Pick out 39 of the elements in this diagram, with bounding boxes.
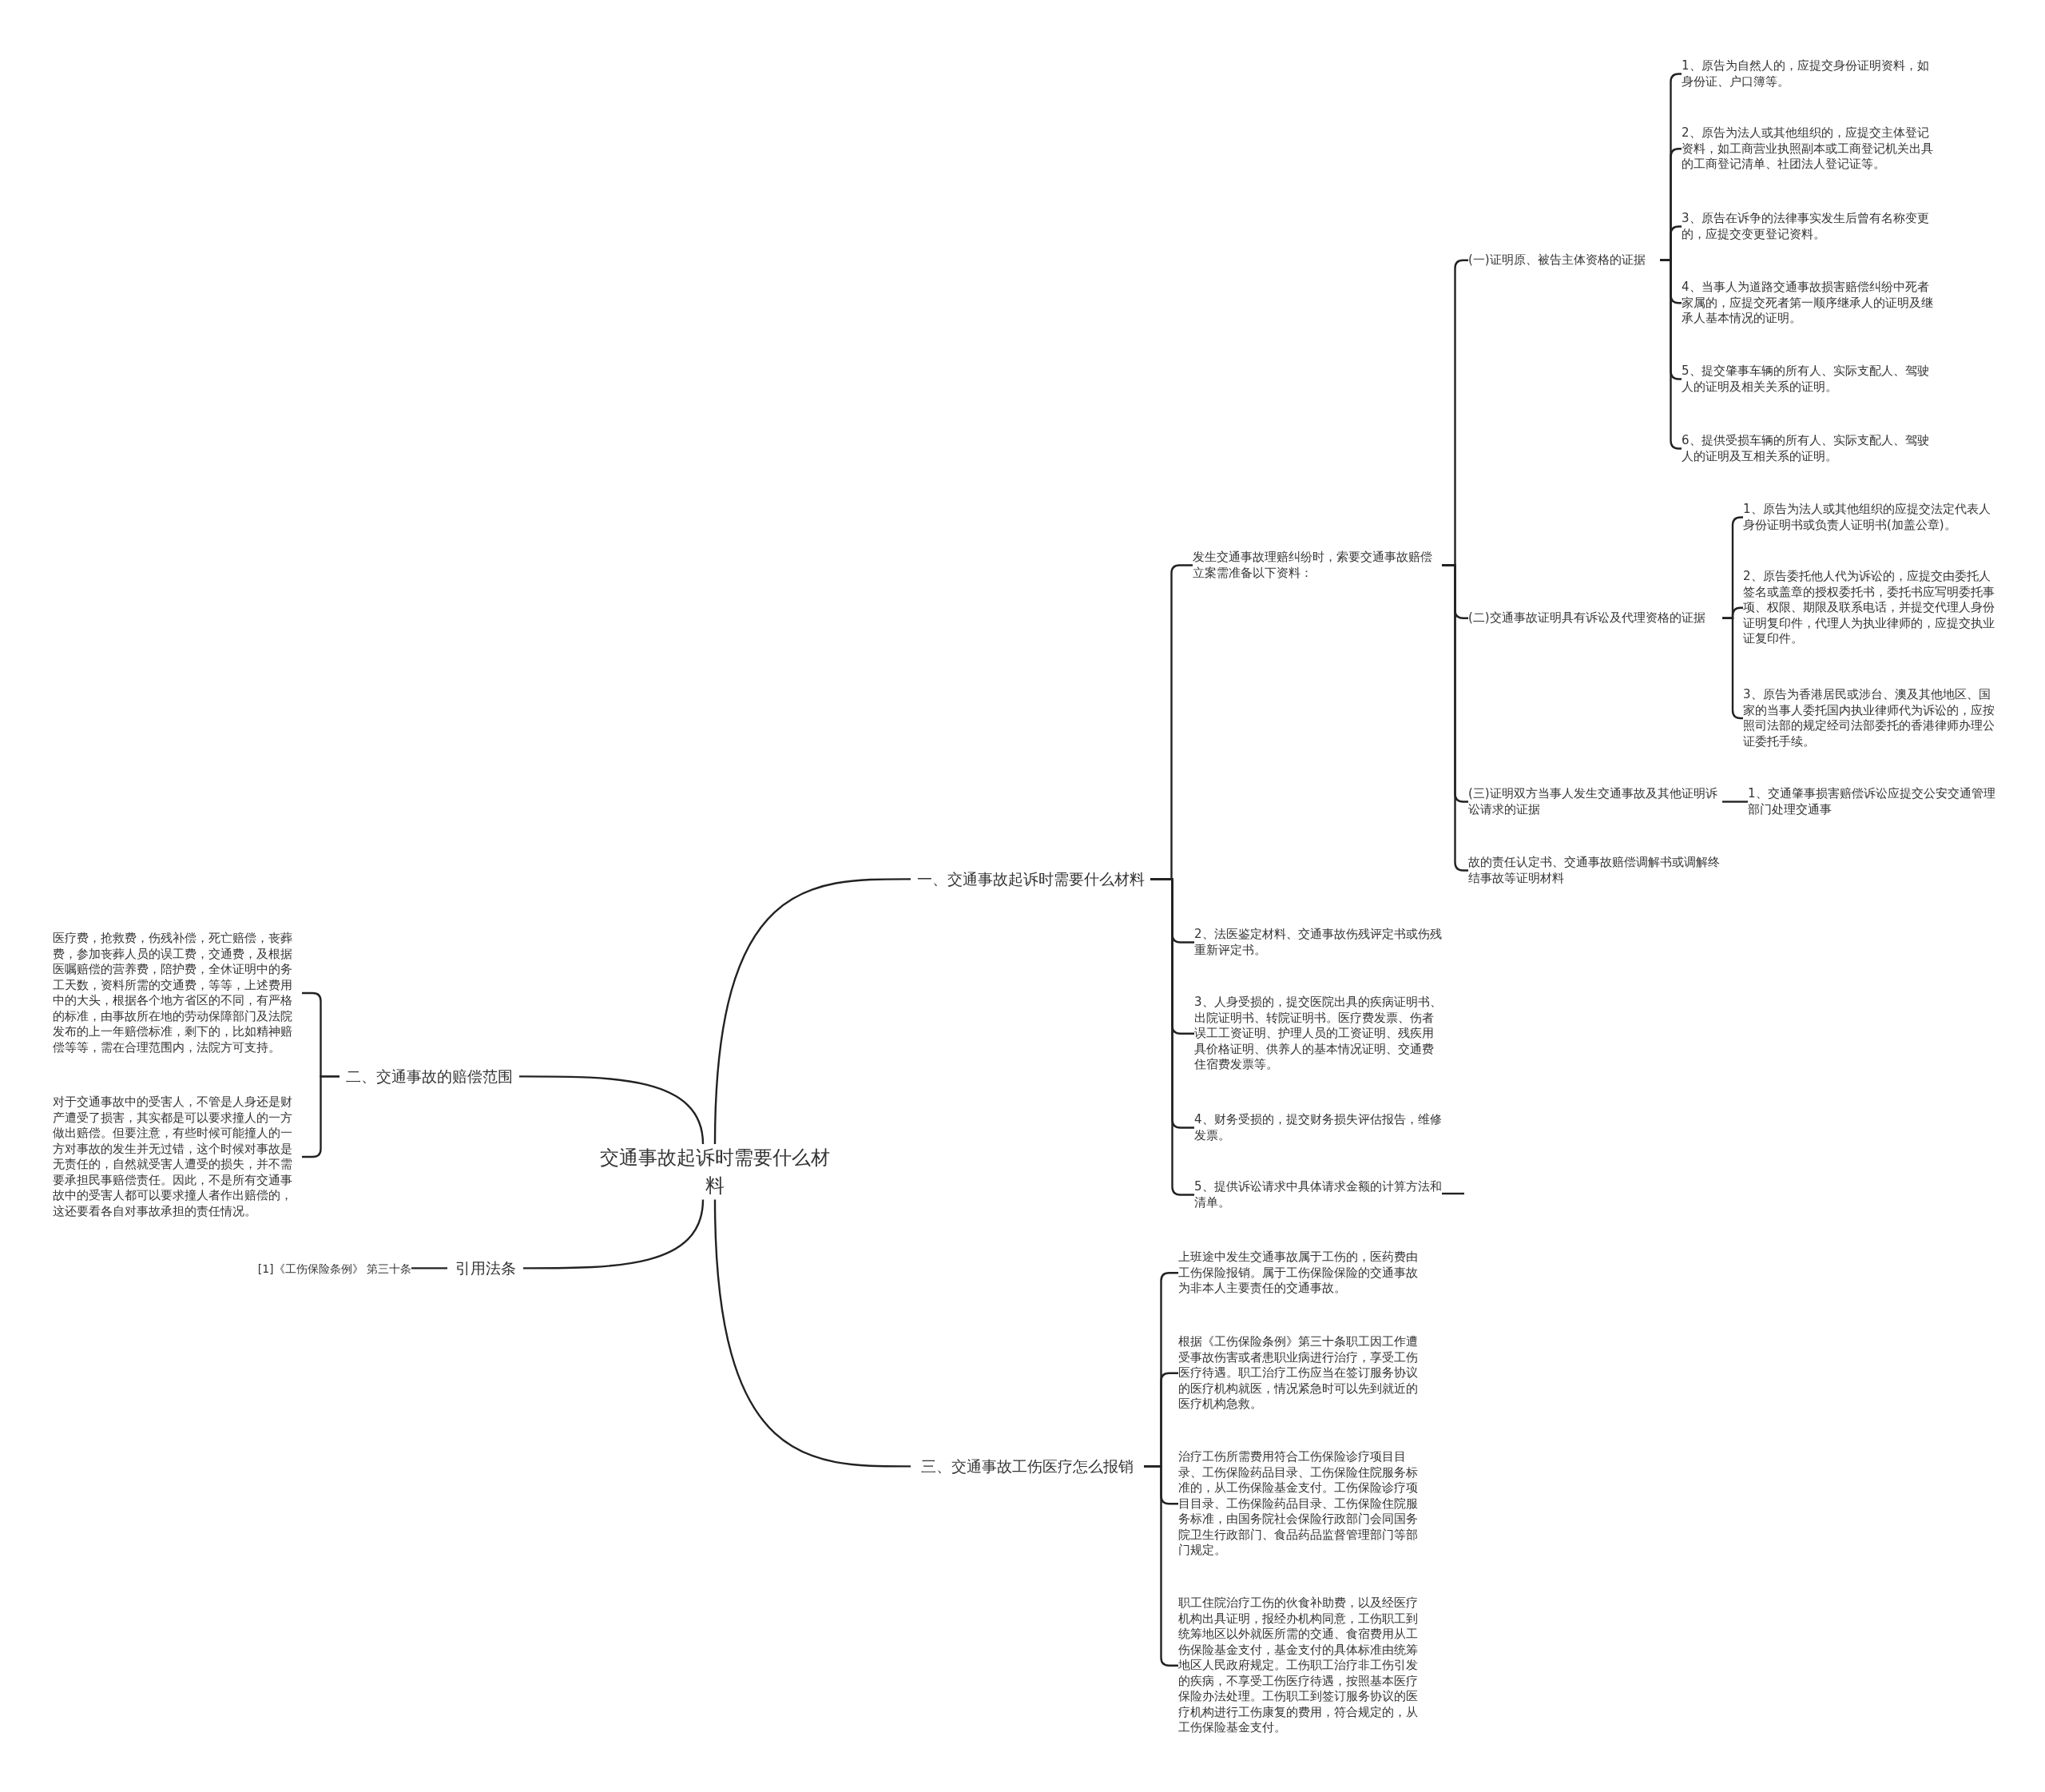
topic-text: 治疗工伤所需费用符合工伤保险诊疗项目目录、工伤保险药品目录、工伤保险住院服务标准的，从工伤保险基金支付。工伤保险诊疗项目目录、工伤保险药品目录、工伤保险住院服务标准，由国务院社会保险行政部门会同国务院卫生行政部门、食品药品监督管理部门等部门规定。: [1178, 1449, 1428, 1559]
topic-text: 故的责任认定书、交通事故赔偿调解书或调解终结事故等证明材料: [1468, 855, 1722, 886]
topic-text: 6、提供受损车辆的所有人、实际支配人、驾驶人的证明及互相关系的证明。: [1682, 433, 1933, 464]
topic-text: 4、当事人为道路交通事故损害赔偿纠纷中死者家属的，应提交死者第一顺序继承人的证明及继承人基本情况的证明。: [1682, 280, 1933, 327]
topic-text: 1、交通肇事损害赔偿诉讼应提交公安交通管理部门处理交通事: [1748, 786, 1997, 817]
topic-text: (一)证明原、被告主体资格的证据: [1468, 252, 1660, 268]
topic-text: 3、原告为香港居民或涉台、澳及其他地区、国家的当事人委托国内执业律师代为诉讼的，应按照司法部的规定经司法部委托的香港律师办理公证委托手续。: [1743, 687, 1997, 749]
topic-text: 上班途中发生交通事故属于工伤的，医药费由工伤保险报销。属于工伤保险保险的交通事故为非本人主要责任的交通事故。: [1178, 1250, 1428, 1297]
connector-line: [713, 878, 911, 1145]
topic-text: 2、原告委托他人代为诉讼的，应提交由委托人签名或盖章的授权委托书，委托书应写明委托事项、权限、期限及联系电话，并提交代理人身份证明复印件，代理人为执业律师的，应提交执业证复印件。: [1743, 569, 1997, 647]
connector-line: [1722, 617, 1743, 720]
topic-text: 2、法医鉴定材料、交通事故伤残评定书或伤残重新评定书。: [1194, 927, 1442, 958]
topic-text: 5、提供诉讼请求中具体请求金额的计算方法和清单。: [1194, 1179, 1442, 1210]
connector-line: [1442, 1192, 1464, 1195]
connector-line: [523, 1199, 705, 1269]
topic-text: 职工住院治疗工伤的伙食补助费，以及经医疗机构出具证明，报经办机构同意，工伤职工到统筹地区以外就医所需的交通、食宿费用从工伤保险基金支付，基金支付的具体标准由统筹地区人民政府规定。工伤职工治疗非工伤引发的疾病，不享受工伤医疗待遇，按照基本医疗保险办法处理。工伤职工到签订服务协议的医疗机构进行工伤康复的费用，符合规定的，从工伤保险基金支付。: [1178, 1595, 1428, 1736]
topic-text: 1、原告为法人或其他组织的应提交法定代表人身份证明书或负责人证明书(加盖公章)。: [1743, 502, 1997, 533]
connector-line: [713, 1199, 911, 1468]
topic-text: 根据《工伤保险条例》第三十条职工因工作遭受事故伤害或者患职业病进行治疗，享受工伤医疗待遇。职工治疗工伤应当在签订服务协议的医疗机构就医，情况紧急时可以先到就近的医疗机构急救。: [1178, 1334, 1428, 1413]
branch-topic: 三、交通事故工伤医疗怎么报销: [911, 1456, 1144, 1476]
topic-text: 医疗费，抢救费，伤残补偿，死亡赔偿，丧葬费，参加丧葬人员的误工费，交通费，及根据医嘱赔偿的营养费，陪护费，全休证明中的务工天数，资料所需的交通费，等等，上述费用中的大头，根据各个地方省区的不同，有严格的标准，由事故所在地的劳动保障部门及法院发布的上一年赔偿标准，剩下的，比如精神赔偿等等，需在合理范围内，法院方可支持。: [53, 931, 302, 1055]
topic-text: 发生交通事故理赔纠纷时，索要交通事故赔偿立案需准备以下资料：: [1193, 550, 1442, 581]
topic-text: 4、财务受损的，提交财务损失评估报告，维修发票。: [1194, 1112, 1442, 1143]
connector-line: [1722, 801, 1748, 803]
central-topic: 交通事故起诉时需要什么材料: [599, 1144, 831, 1200]
branch-topic: 二、交通事故的赔偿范围: [340, 1067, 519, 1087]
topic-text: 3、原告在诉争的法律事实发生后曾有名称变更的，应提交变更登记资料。: [1682, 211, 1933, 242]
connector-line: [411, 1267, 447, 1269]
connector-line: [519, 1075, 705, 1145]
topic-text: 对于交通事故中的受害人，不管是人身还是财产遭受了损害，其实都是可以要求撞人的一方做出赔偿。但要注意，有些时候可能撞人的一方对事故的发生并无过错，这个时候对事故是无责任的，自然就受害人遭受的损失，并不需要承担民事赔偿责任。因此，不是所有交通事故中的受害人都可以要求撞人者作出赔偿的，这还要看各自对事故承担的责任情况。: [53, 1095, 302, 1219]
topic-text: [1]《工伤保险条例》 第三十条: [232, 1262, 411, 1277]
topic-text: 1、原告为自然人的，应提交身份证明资料，如身份证、户口簿等。: [1682, 58, 1933, 89]
topic-text: 2、原告为法人或其他组织的，应提交主体登记资料，如工商营业执照副本或工商登记机关出具的工商登记清单、社团法人登记证等。: [1682, 125, 1933, 173]
topic-text: 5、提交肇事车辆的所有人、实际支配人、驾驶人的证明及相关关系的证明。: [1682, 364, 1933, 395]
branch-topic: 一、交通事故起诉时需要什么材料: [911, 869, 1150, 889]
branch-topic: 引用法条: [447, 1258, 523, 1278]
topic-text: (三)证明双方当事人发生交通事故及其他证明诉讼请求的证据: [1468, 786, 1722, 817]
topic-text: 3、人身受损的，提交医院出具的疾病证明书、出院证明书、转院证明书。医疗费发票、伤者误工工资证明、护理人员的工资证明、残疾用具价格证明、供养人的基本情况证明、交通费住宿费发票等。: [1194, 995, 1442, 1073]
topic-text: (二)交通事故证明具有诉讼及代理资格的证据: [1468, 610, 1722, 626]
